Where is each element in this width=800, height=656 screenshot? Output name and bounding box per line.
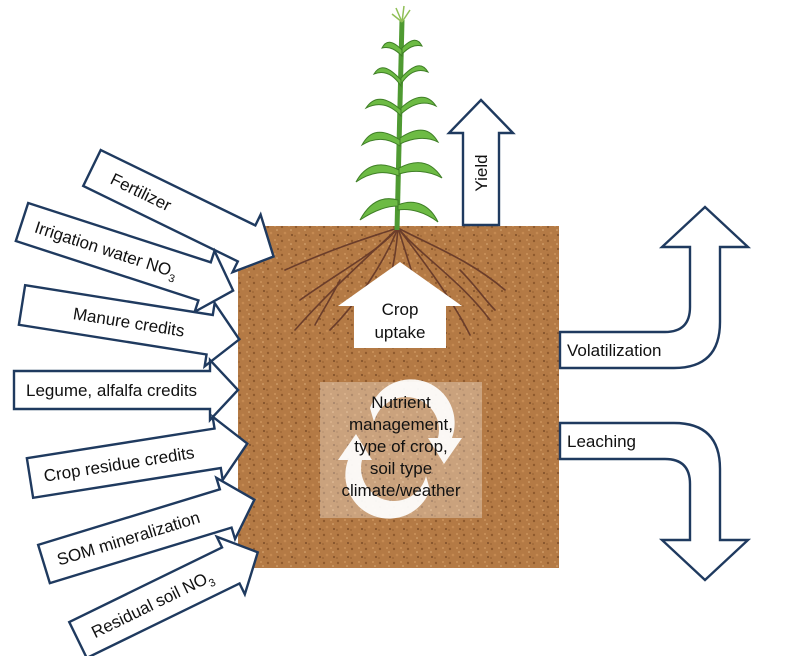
cycle-arrows-icon [338,379,462,519]
roots-icon [284,227,506,336]
crop-uptake-line2: uptake [374,323,425,342]
cycle-line-4: soil type [370,459,432,478]
leaching-arrow[interactable] [558,421,752,582]
cycle-line-1: Nutrient [371,393,431,412]
yield-label: Yield [472,154,491,191]
cycle-line-2: management, [349,415,453,434]
crop-uptake-arrow [338,262,462,348]
input-arrow-legume[interactable]: Legume, alfalfa credits [12,356,240,424]
yield-arrow [446,98,516,227]
corn-plant-icon [355,5,443,231]
input-label-legume: Legume, alfalfa credits [26,381,197,400]
cycle-line-3: type of crop, [354,437,448,456]
leaching-label: Leaching [567,432,636,451]
cycle-line-5: climate/weather [341,481,460,500]
input-arrow-manure[interactable]: Manure credits [17,273,244,371]
volatilization-label: Volatilization [567,341,662,360]
crop-uptake-line1: Crop [382,300,419,319]
volatilization-arrow[interactable] [558,205,752,370]
